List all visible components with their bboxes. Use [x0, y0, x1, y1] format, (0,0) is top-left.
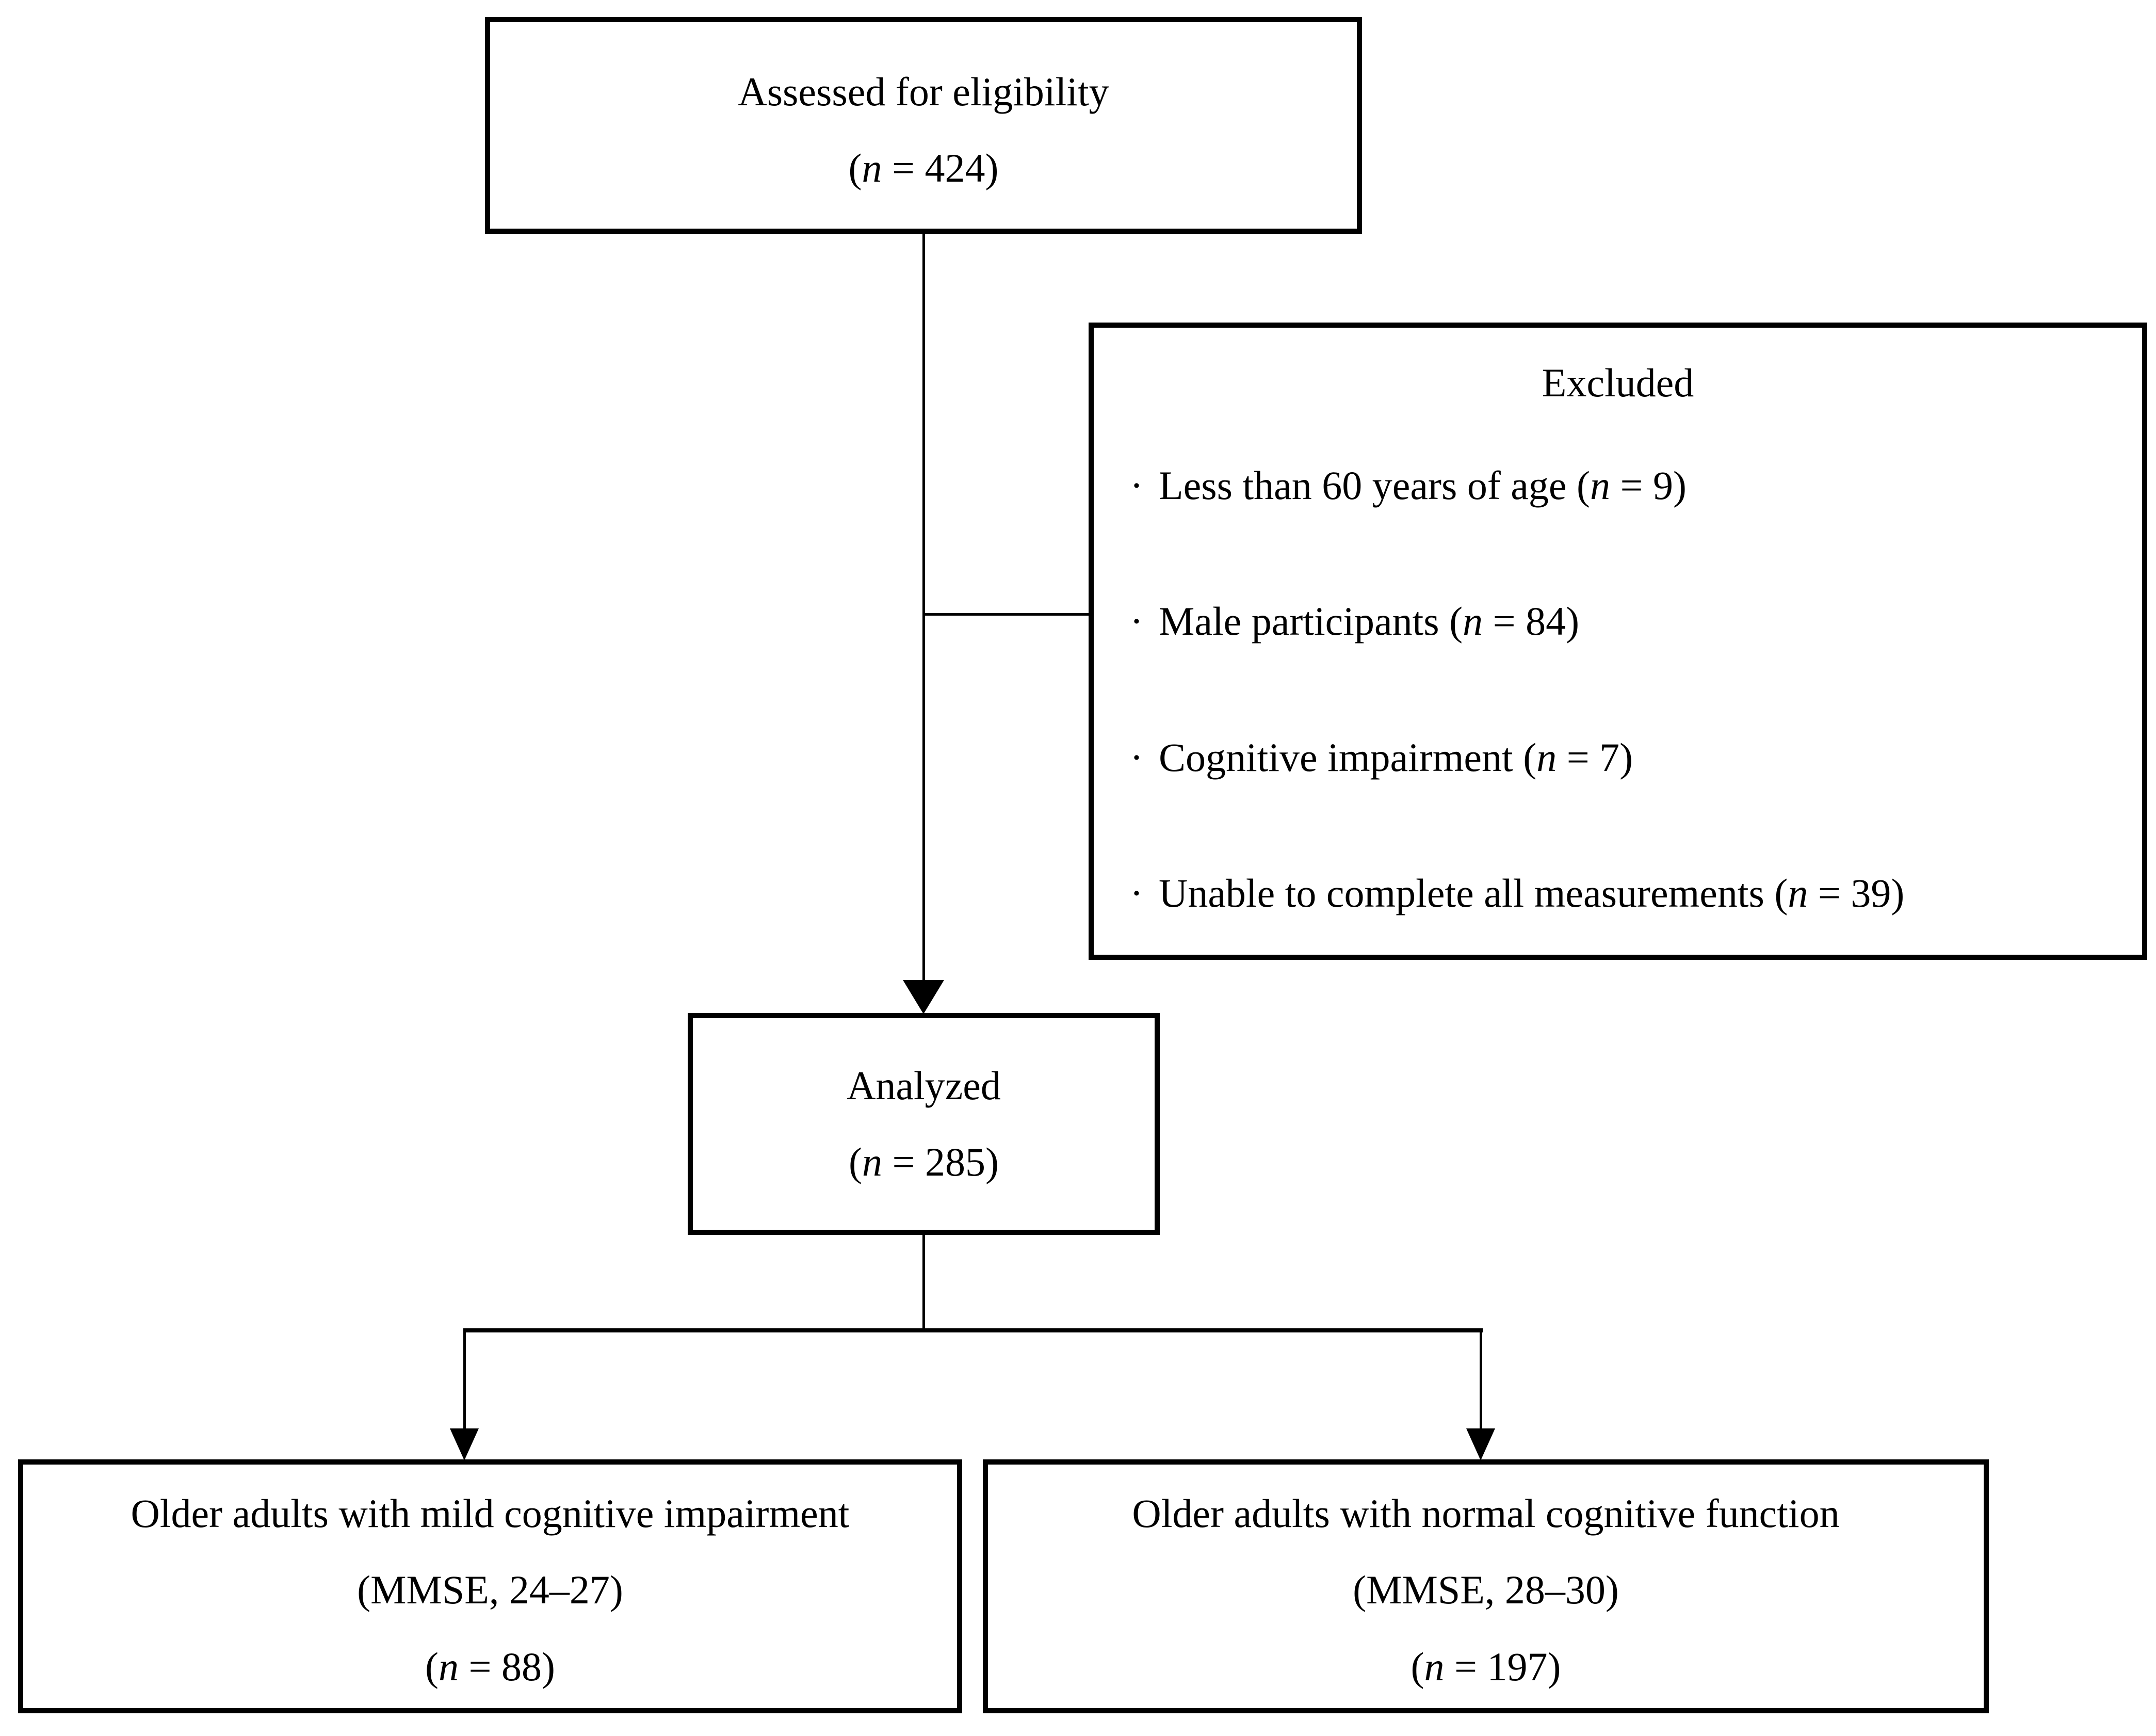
connector-split-horizontal [463, 1328, 1483, 1332]
excluded-list: · Less than 60 years of age (n = 9) · Male… [1094, 461, 2142, 1005]
bullet-dot-icon: · [1130, 599, 1143, 644]
excluded-item-label: Cognitive impairment (n = 7) [1158, 734, 1633, 780]
excluded-item: · Male participants (n = 84) [1130, 597, 2142, 646]
assessed-title: Assessed for eligibility [738, 69, 1109, 114]
connector-split-to-mci [463, 1331, 466, 1430]
normal-group-title: Older adults with normal cognitive funct… [1132, 1491, 1840, 1536]
assessed-count: (n = 424) [848, 146, 999, 190]
excluded-item-label: Less than 60 years of age (n = 9) [1158, 462, 1687, 508]
bullet-dot-icon: · [1130, 462, 1143, 508]
arrowhead-down-icon [450, 1428, 479, 1460]
mci-group-title: Older adults with mild cognitive impairm… [131, 1491, 850, 1536]
excluded-box: Excluded · Less than 60 years of age (n =… [1089, 323, 2147, 960]
connector-analyzed-to-split [922, 1235, 925, 1331]
connector-split-to-normal [1480, 1331, 1482, 1430]
assessed-box: Assessed for eligibility (n = 424) [485, 17, 1362, 234]
mci-group-mmse: (MMSE, 24–27) [357, 1567, 623, 1613]
normal-group-count: (n = 197) [1411, 1644, 1561, 1689]
bullet-dot-icon: · [1130, 734, 1143, 780]
analyzed-box: Analyzed (n = 285) [688, 1013, 1160, 1235]
mci-group-count: (n = 88) [425, 1644, 555, 1689]
analyzed-title: Analyzed [847, 1063, 1001, 1108]
excluded-item-label: Unable to complete all measurements (n =… [1158, 871, 1905, 916]
excluded-item: · Cognitive impairment (n = 7) [1130, 733, 2142, 782]
arrowhead-down-icon [1466, 1428, 1495, 1460]
connector-assessed-to-analyzed [922, 234, 925, 983]
bullet-dot-icon: · [1130, 871, 1143, 916]
excluded-item-label: Male participants (n = 84) [1158, 599, 1580, 644]
connector-to-excluded [923, 613, 1090, 616]
excluded-item: · Unable to complete all measurements (n … [1130, 869, 2142, 918]
arrowhead-down-icon [903, 980, 944, 1014]
excluded-item: · Less than 60 years of age (n = 9) [1130, 461, 2142, 510]
excluded-title: Excluded [1542, 360, 1694, 405]
normal-group-mmse: (MMSE, 28–30) [1353, 1567, 1619, 1613]
mci-group-box: Older adults with mild cognitive impairm… [18, 1459, 962, 1713]
normal-group-box: Older adults with normal cognitive funct… [983, 1459, 1989, 1713]
analyzed-count: (n = 285) [849, 1139, 999, 1184]
